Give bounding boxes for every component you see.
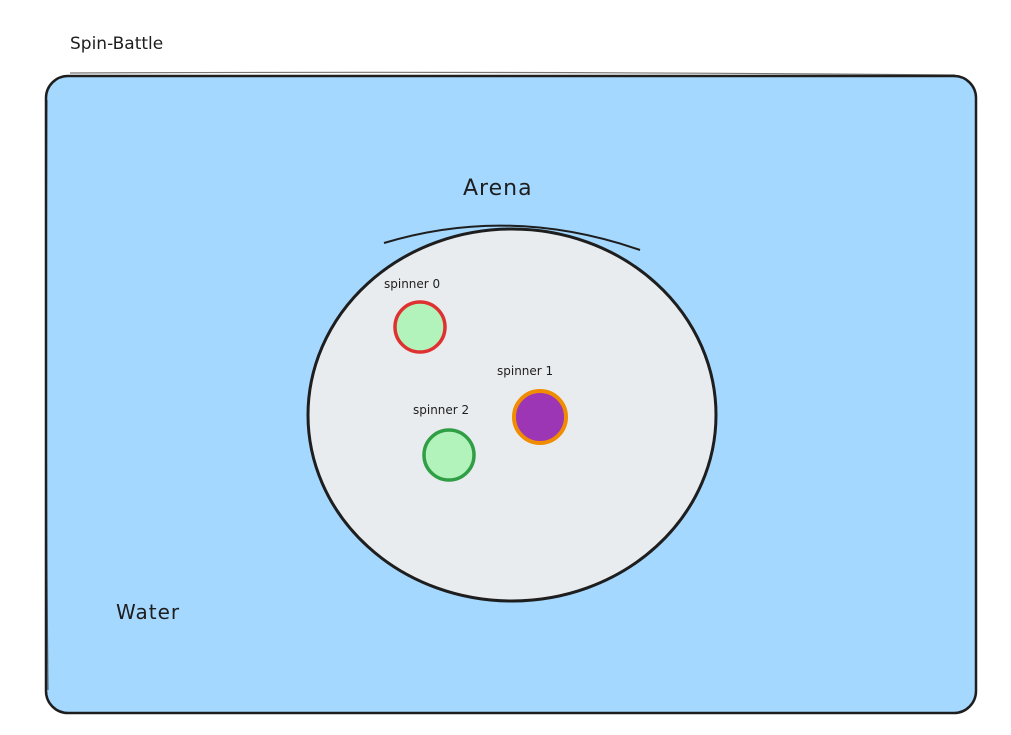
- arena-label: Arena: [463, 176, 533, 201]
- spinner-0: spinner 0: [384, 277, 447, 354]
- spinner-1-label: spinner 1: [497, 364, 553, 378]
- spinner-0-label: spinner 0: [384, 277, 440, 291]
- arena-circle: [306, 227, 718, 603]
- water-label: Water: [116, 600, 180, 624]
- arena-region: [306, 224, 718, 603]
- spinner-2: spinner 2: [413, 403, 476, 482]
- spinner-0-body: [393, 300, 447, 354]
- spinner-1: spinner 1: [497, 364, 568, 445]
- spinner-2-label: spinner 2: [413, 403, 469, 417]
- water-sketch-stroke: [45, 71, 956, 691]
- spinner-2-body: [422, 428, 476, 482]
- arena-sketch-stroke: [383, 224, 641, 251]
- spinner-1-body: [512, 389, 568, 445]
- diagram-title: Spin-Battle: [70, 34, 163, 54]
